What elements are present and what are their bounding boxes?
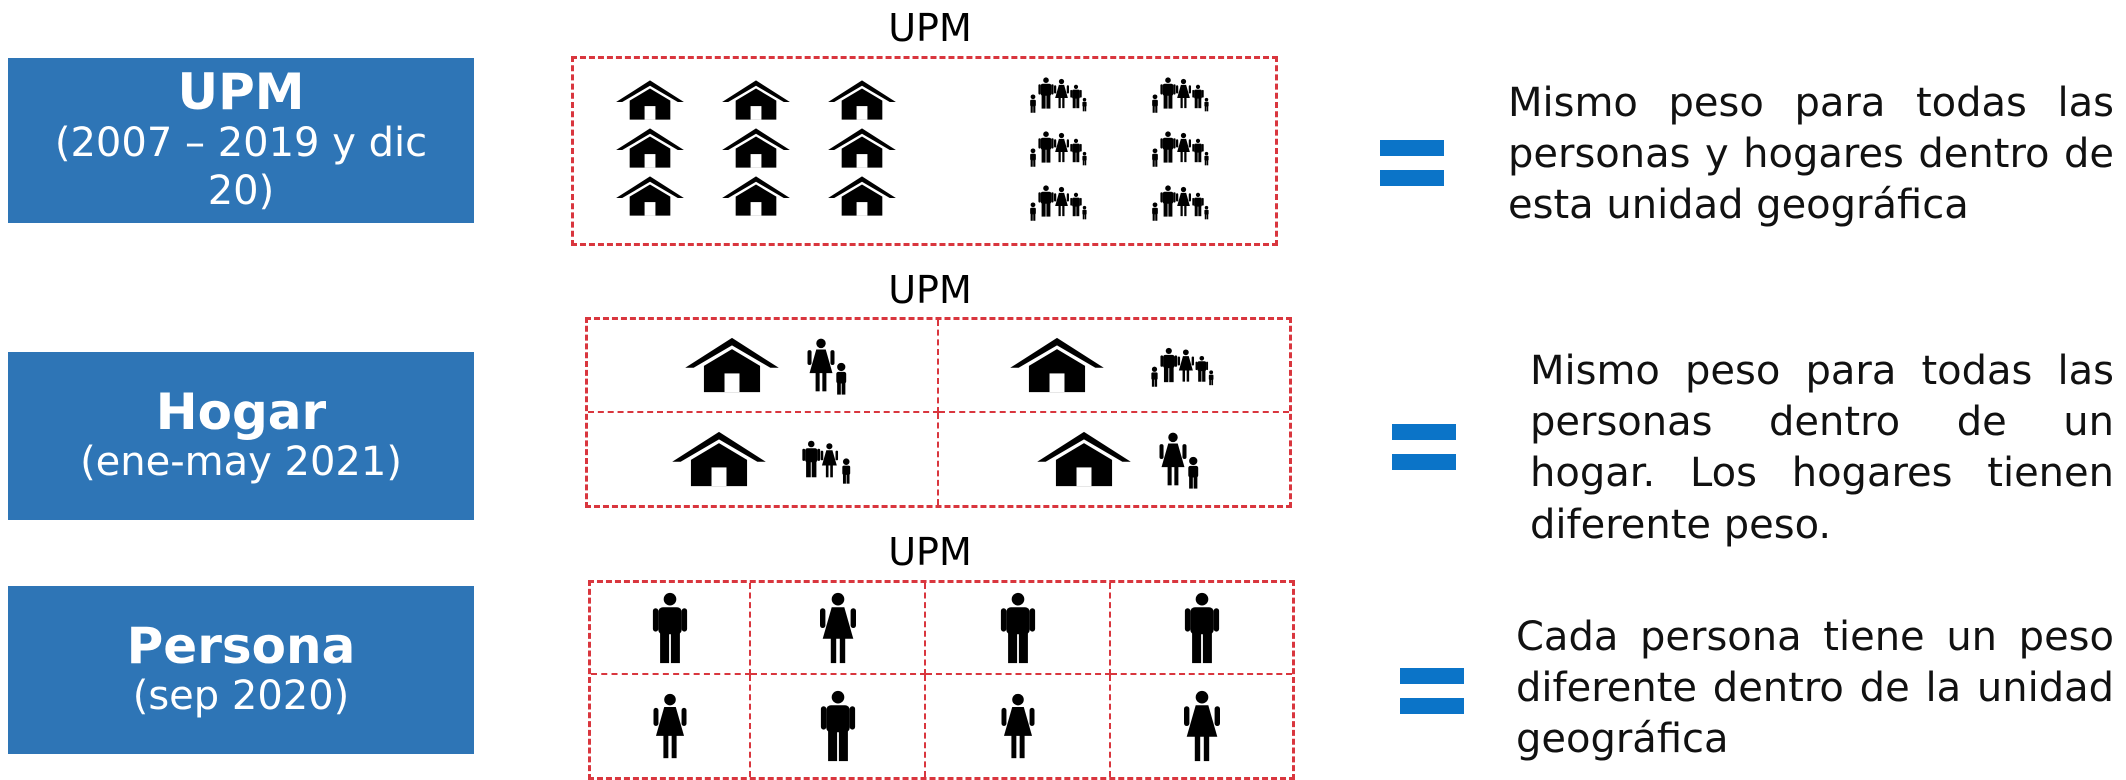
household-cell	[939, 413, 1290, 506]
weight-label-upm: UPM (2007 – 2019 y dic 20)	[8, 58, 474, 223]
man-icon	[1184, 592, 1220, 664]
person-cell	[1111, 583, 1292, 675]
house-icon	[828, 79, 896, 121]
family-icon	[1016, 73, 1100, 113]
family-icon	[1016, 127, 1100, 167]
man-icon	[820, 690, 856, 762]
label-subtitle: (ene-may 2021)	[80, 439, 402, 486]
woman-icon	[820, 592, 856, 664]
house-icon	[828, 175, 896, 217]
household-cell	[938, 320, 1289, 413]
household-grid	[588, 320, 1289, 505]
household-cell	[588, 320, 939, 413]
household-cell	[588, 412, 939, 505]
person-cell	[1111, 675, 1292, 777]
house-icon	[616, 79, 684, 121]
house-icon	[1023, 430, 1145, 488]
person-cell	[591, 583, 751, 675]
parent-child-icon	[807, 335, 853, 395]
family-icon	[1016, 181, 1100, 221]
family-icon	[1138, 73, 1222, 113]
man-icon	[652, 592, 688, 664]
person-cell	[751, 675, 926, 777]
house-icon	[828, 127, 896, 169]
house-icon	[671, 336, 793, 394]
label-title: Hogar	[155, 382, 327, 441]
description-text: Mismo peso para todas las personas y hog…	[1508, 80, 2114, 229]
family-icon	[1138, 127, 1222, 167]
family-icon	[1132, 343, 1232, 387]
label-subtitle: (sep 2020)	[132, 673, 350, 720]
person-grid	[591, 583, 1292, 777]
description-text: Mismo peso para todas las personas dentr…	[1530, 348, 2114, 548]
equals-sign	[1392, 424, 1456, 484]
upm-box	[571, 56, 1278, 246]
house-icon	[722, 175, 790, 217]
weight-label-persona: Persona (sep 2020)	[8, 586, 474, 754]
person-cell	[926, 675, 1111, 777]
house-icon	[996, 336, 1118, 394]
equals-sign	[1380, 140, 1444, 200]
person-cell	[926, 583, 1111, 675]
house-icon	[616, 175, 684, 217]
house-group	[616, 79, 898, 217]
house-icon	[616, 127, 684, 169]
man-icon	[1000, 592, 1036, 664]
house-icon	[722, 127, 790, 169]
upm-box-title: UPM	[888, 530, 972, 574]
family-group	[1016, 73, 1224, 221]
parent-child-icon	[1159, 429, 1205, 489]
upm-box-title: UPM	[888, 268, 972, 312]
upm-box	[588, 580, 1295, 780]
label-title: Persona	[126, 616, 356, 675]
woman-icon	[1184, 690, 1220, 762]
family-three-icon	[794, 434, 866, 484]
label-title: UPM	[177, 63, 305, 122]
person-cell	[751, 583, 926, 675]
house-icon	[722, 79, 790, 121]
family-icon	[1138, 181, 1222, 221]
upm-box	[585, 317, 1292, 508]
person-cell	[591, 675, 751, 777]
woman-icon	[1001, 693, 1035, 759]
weight-label-hogar: Hogar (ene-may 2021)	[8, 352, 474, 520]
description-text: Cada persona tiene un peso diferente den…	[1516, 614, 2114, 763]
equals-sign	[1400, 668, 1464, 728]
upm-box-title: UPM	[888, 6, 972, 50]
house-icon	[658, 430, 780, 488]
label-subtitle: (2007 – 2019 y dic 20)	[54, 119, 428, 214]
woman-icon	[653, 693, 687, 759]
